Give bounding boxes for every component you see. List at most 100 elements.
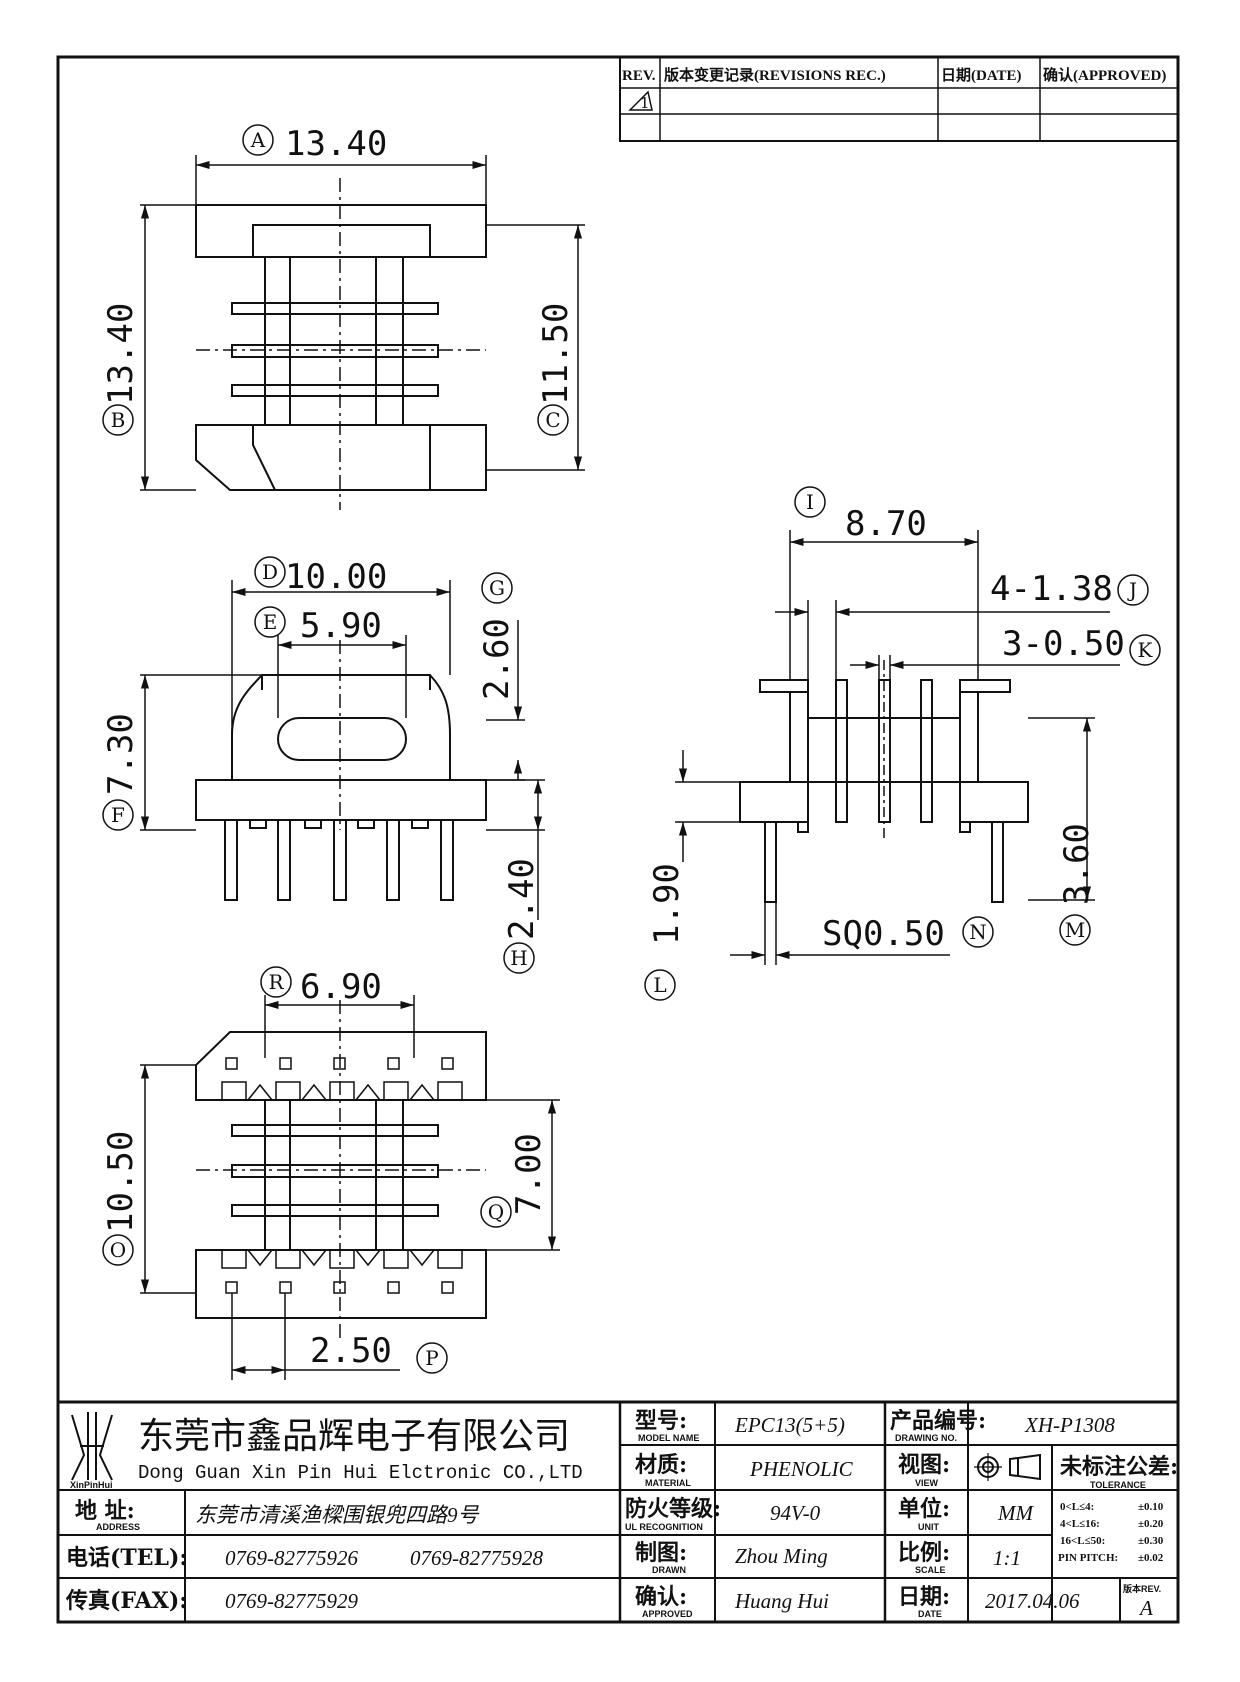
svg-text:10.00: 10.00: [285, 557, 387, 597]
fax-value: 0769-82775929: [225, 1589, 358, 1613]
svg-text:J: J: [1127, 578, 1137, 602]
svg-text:8.70: 8.70: [845, 504, 927, 544]
svg-text:16<L≤50:: 16<L≤50:: [1060, 1535, 1105, 1547]
svg-text:6.90: 6.90: [300, 967, 382, 1007]
svg-text:SQ0.50: SQ0.50: [822, 914, 945, 954]
svg-text:Q: Q: [488, 1200, 504, 1224]
svg-text:±0.10: ±0.10: [1138, 1501, 1164, 1513]
svg-text:F: F: [111, 803, 125, 827]
svg-text:N: N: [969, 920, 987, 944]
svg-text:R: R: [268, 970, 284, 994]
dim-K: 3-0.50 K: [1002, 624, 1161, 666]
dim-D: D 10.00: [254, 556, 387, 597]
company-logo: [71, 1412, 113, 1481]
dim-E: E 5.90: [254, 606, 382, 646]
address-label: 地 址:: [75, 1498, 135, 1524]
address-sub: ADDRESS: [96, 1522, 140, 1532]
drawing-no-label: 产品编号:: [890, 1408, 986, 1434]
drawn-label: 制图:: [635, 1540, 687, 1566]
svg-text:2.40: 2.40: [502, 858, 542, 940]
drawing-no-sub: DRAWING NO.: [895, 1433, 957, 1443]
model-sub: MODEL NAME: [638, 1433, 699, 1443]
rev-value: A: [1138, 1596, 1153, 1620]
dim-I: I 8.70: [794, 486, 927, 544]
model-label: 型号:: [635, 1408, 687, 1434]
svg-text:±0.30: ±0.30: [1138, 1535, 1164, 1547]
date-header: 日期(DATE): [941, 66, 1022, 84]
svg-text:3-0.50: 3-0.50: [1002, 624, 1125, 664]
material-label: 材质:: [635, 1452, 687, 1478]
scale-value: 1:1: [993, 1546, 1021, 1570]
view-front-top: [195, 178, 487, 510]
svg-text:2.50: 2.50: [310, 1331, 392, 1371]
company-name-cn: 东莞市鑫品辉电子有限公司: [138, 1416, 570, 1457]
svg-text:11.50: 11.50: [536, 303, 576, 405]
dim-P: 2.50 P: [310, 1331, 448, 1374]
date-sub: DATE: [918, 1609, 942, 1619]
logo-text: XinPinHui: [70, 1480, 113, 1490]
revision-table: REV. 版本变更记录(REVISIONS REC.) 日期(DATE) 确认(…: [619, 56, 1179, 142]
revision-triangle-icon: [628, 90, 653, 111]
svg-text:13.40: 13.40: [101, 303, 141, 405]
date-value: 2017.04.06: [985, 1589, 1080, 1613]
svg-text:7.00: 7.00: [509, 1133, 549, 1215]
svg-text:B: B: [111, 408, 126, 432]
scale-sub: SCALE: [915, 1565, 946, 1575]
svg-text:M: M: [1065, 918, 1085, 942]
svg-text:±0.20: ±0.20: [1138, 1518, 1164, 1530]
material-value: PHENOLIC: [749, 1457, 854, 1481]
unit-label: 单位:: [898, 1496, 950, 1522]
view-side-mid: [195, 640, 487, 901]
tolerance-sub: TOLERANCE: [1090, 1480, 1146, 1490]
dim-H: H 2.40: [502, 858, 542, 974]
title-block: [58, 1400, 1178, 1622]
projection-symbol-icon: [974, 1453, 1041, 1481]
fax-label: 传真(FAX):: [65, 1588, 187, 1614]
svg-text:C: C: [545, 408, 560, 432]
svg-text:4-1.38: 4-1.38: [990, 569, 1113, 609]
flame-value: 94V-0: [770, 1501, 821, 1525]
svg-text:4<L≤16:: 4<L≤16:: [1060, 1518, 1100, 1530]
approved-value: Huang Hui: [734, 1589, 829, 1613]
address-value: 东莞市清溪渔樑围银兜四路9号: [195, 1503, 479, 1527]
flame-sub: UL RECOGNITION: [625, 1522, 703, 1532]
svg-text:1.90: 1.90: [647, 863, 687, 945]
svg-text:K: K: [1138, 638, 1154, 662]
approved-sub: APPROVED: [642, 1609, 693, 1619]
svg-text:P: P: [425, 1346, 438, 1370]
svg-text:PIN PITCH:: PIN PITCH:: [1058, 1552, 1118, 1564]
svg-text:E: E: [263, 610, 278, 634]
revision-row-number: 1: [640, 94, 650, 112]
dim-L: L 1.90: [644, 863, 687, 1001]
approved-header: 确认(APPROVED): [1043, 66, 1166, 84]
svg-text:10.50: 10.50: [101, 1131, 141, 1233]
svg-text:0<L≤4:: 0<L≤4:: [1060, 1501, 1094, 1513]
svg-text:13.40: 13.40: [285, 124, 387, 164]
svg-text:7.30: 7.30: [101, 713, 141, 795]
dims-view-side-mid: [140, 580, 545, 920]
svg-text:±0.02: ±0.02: [1138, 1552, 1164, 1564]
company-name-en: Dong Guan Xin Pin Hui Elctronic CO.,LTD: [138, 1462, 583, 1484]
svg-text:3.60: 3.60: [1057, 823, 1097, 905]
sheet-border: [56, 55, 1180, 1624]
view-side-right: [739, 660, 1029, 903]
drawn-value: Zhou Ming: [735, 1544, 828, 1568]
approved-label: 确认:: [635, 1584, 687, 1610]
view-sub: VIEW: [915, 1478, 939, 1488]
tel-2: 0769-82775928: [410, 1546, 543, 1570]
material-sub: MATERIAL: [645, 1478, 691, 1488]
dim-O: O 10.50: [101, 1131, 141, 1266]
tolerance-label: 未标注公差:: [1060, 1454, 1178, 1480]
view-top-bottom: [195, 1000, 487, 1340]
svg-text:A: A: [250, 128, 266, 152]
rev-label: 版本REV.: [1122, 1583, 1161, 1594]
dim-N: SQ0.50 N: [822, 914, 994, 954]
dim-M: M 3.60: [1057, 823, 1097, 946]
svg-text:2.60: 2.60: [477, 618, 517, 700]
date-label: 日期:: [898, 1584, 950, 1610]
flame-label: 防火等级:: [625, 1496, 721, 1522]
tel-label: 电话(TEL):: [66, 1545, 188, 1571]
svg-text:D: D: [262, 560, 278, 584]
rev-header: REV.: [622, 68, 656, 84]
